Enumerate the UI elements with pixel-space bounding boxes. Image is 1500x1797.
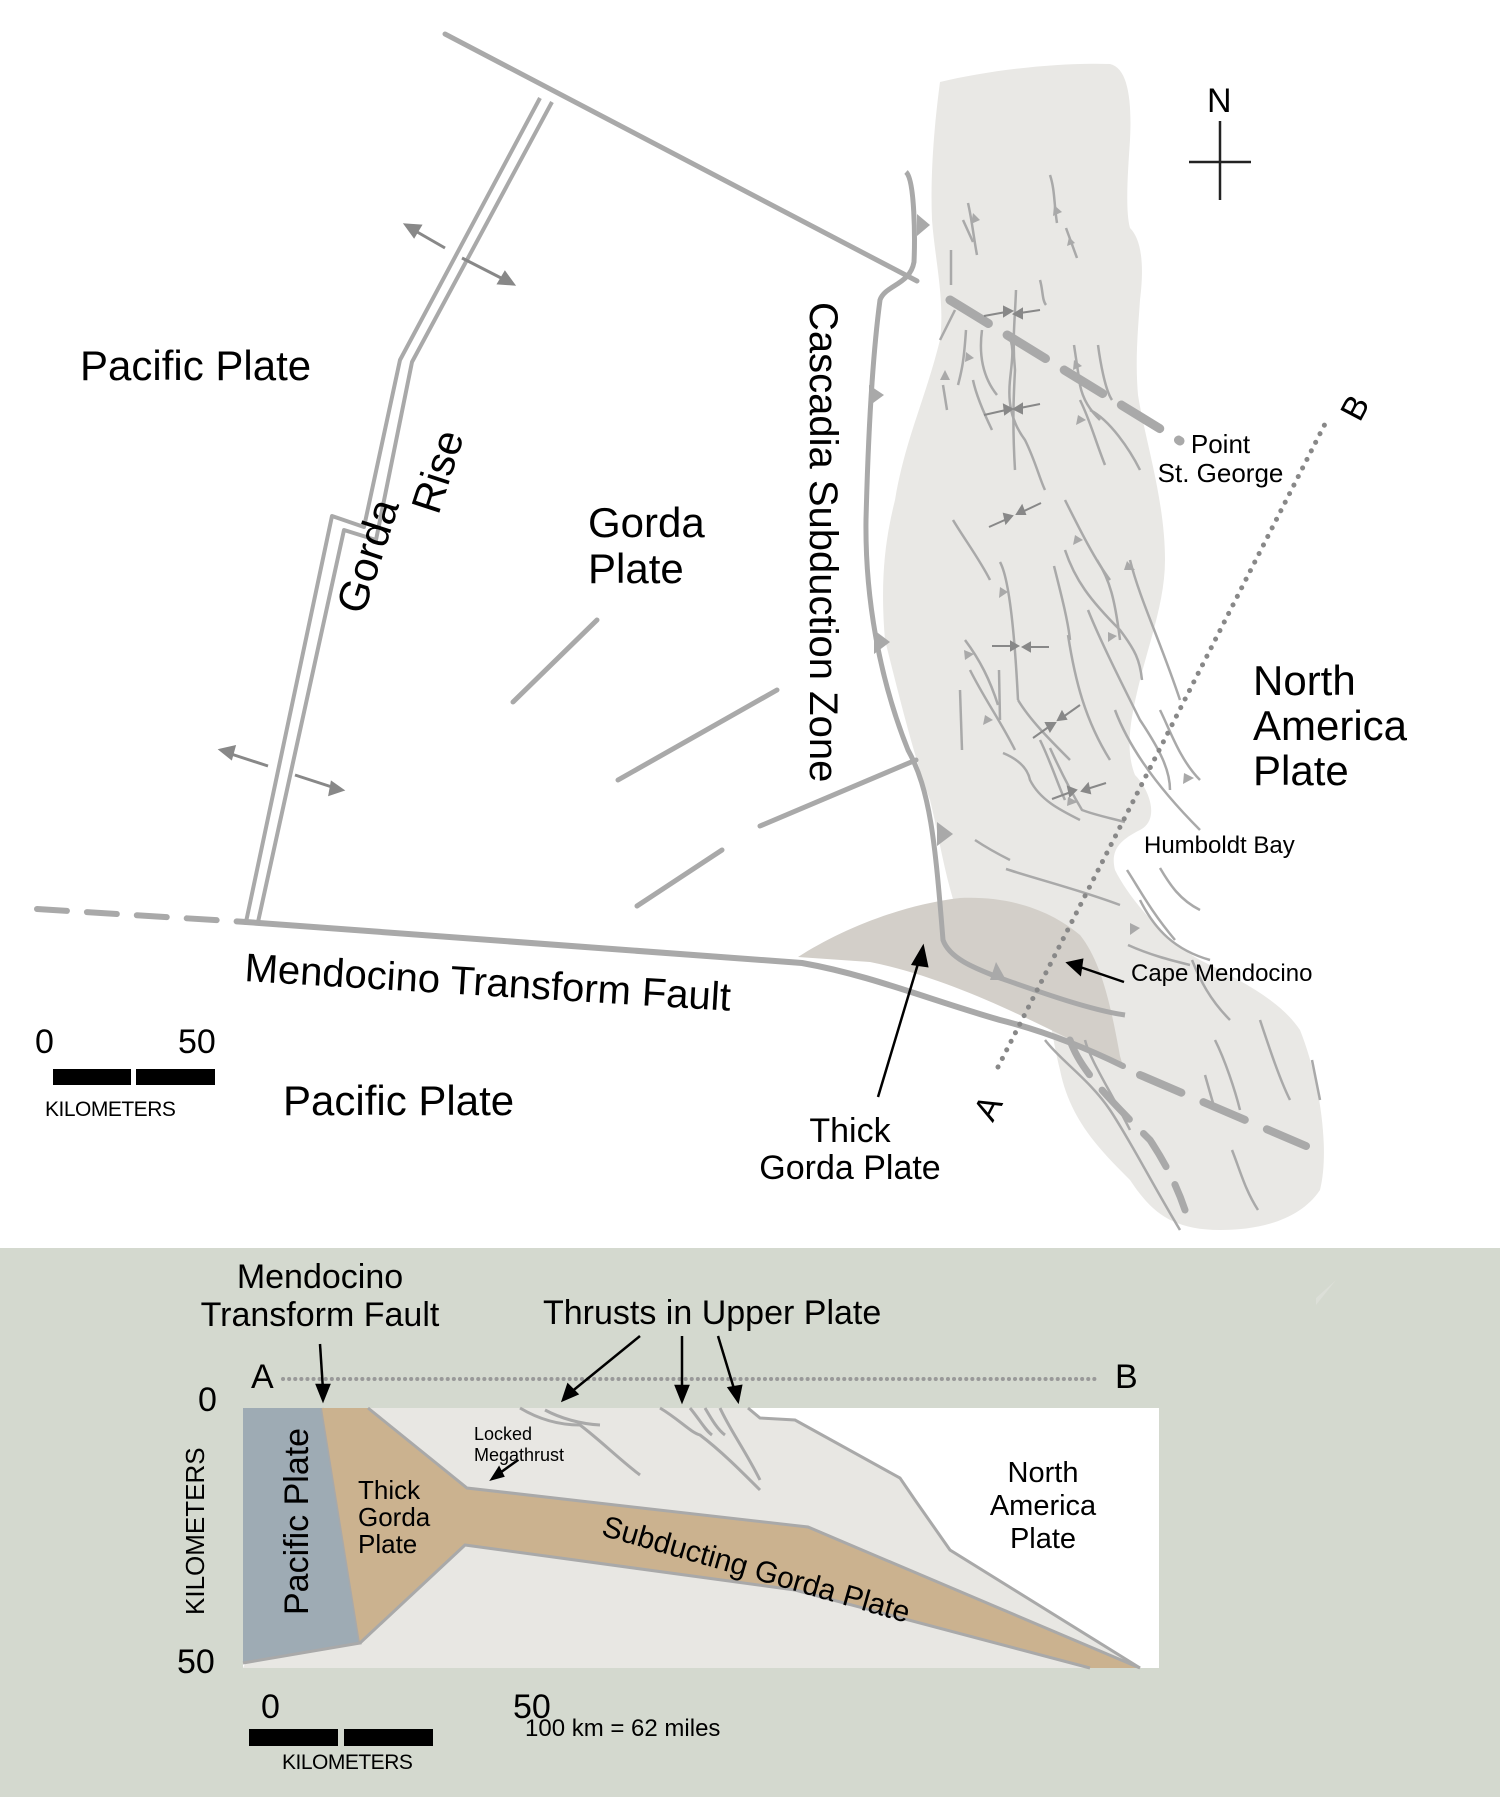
section-label-north-america: North America Plate — [963, 1457, 1123, 1556]
trench-teeth — [869, 214, 1006, 980]
label-cape-mendocino: Cape Mendocino — [1131, 960, 1313, 987]
section-scale-outline — [249, 1729, 433, 1746]
section-mendocino-line2: Transform Fault — [200, 1296, 440, 1334]
section-thrust-lines — [519, 1406, 762, 1492]
section-scale-max: 50 — [513, 1688, 551, 1726]
map-scale-segment-2 — [136, 1069, 215, 1085]
section-na-line2: America — [989, 1490, 1097, 1522]
locked-line2: Megathrust — [474, 1445, 565, 1465]
map-scale-max: 50 — [178, 1023, 216, 1061]
section-leader-arrows — [315, 1335, 743, 1482]
gorda-rise-ridge — [244, 97, 554, 923]
st-george-line1: Point — [1190, 429, 1251, 459]
compression-arrows — [983, 305, 1107, 800]
section-na-line3: Plate — [1009, 1523, 1077, 1555]
na-line2: America — [1253, 702, 1408, 749]
thick-gorda-line2: Gorda Plate — [759, 1149, 941, 1187]
thrust-teeth — [940, 205, 1194, 935]
label-thick-gorda-plate: Thick Gorda Plate — [750, 1113, 950, 1187]
gorda-plate-line1: Gorda — [588, 499, 705, 546]
faint-corner-mark — [1316, 1280, 1336, 1305]
section-scale-segment-1 — [249, 1729, 338, 1746]
section-na-line1: North — [1007, 1457, 1079, 1489]
label-north-america-plate: North America Plate — [1253, 658, 1407, 793]
section-endpoint-b: B — [1115, 1358, 1138, 1396]
label-gorda-plate: Gorda Plate — [588, 502, 705, 590]
profile-line-a-b — [995, 415, 1331, 1070]
depth-axis-top: 0 — [198, 1381, 217, 1419]
depth-axis-label: KILOMETERS — [180, 1447, 210, 1615]
mendocino-fault-line — [34, 906, 1310, 1214]
section-scale-segment-2 — [344, 1729, 433, 1746]
label-cascadia-subduction-zone: Cascadia Subduction Zone — [801, 302, 845, 783]
na-line3: Plate — [1253, 747, 1349, 794]
pacific-plate-section — [243, 1408, 360, 1663]
section-scale-min: 0 — [261, 1688, 280, 1726]
section-title-mendocino: Mendocino Transform Fault — [180, 1258, 460, 1334]
section-scale-unit: KILOMETERS — [282, 1751, 413, 1774]
gorda-slab-section — [322, 1408, 1140, 1668]
map-scale-unit: KILOMETERS — [45, 1098, 176, 1121]
section-thick-line3: Plate — [358, 1529, 418, 1559]
locked-line1: Locked — [474, 1424, 533, 1444]
north-arrow-icon — [1189, 121, 1251, 200]
label-north: N — [1207, 82, 1232, 120]
thick-gorda-area — [798, 897, 1123, 1066]
section-endpoint-a: A — [251, 1358, 274, 1396]
map-scale-segment-1 — [53, 1069, 131, 1085]
label-pacific-plate-south: Pacific Plate — [283, 1077, 515, 1124]
leader-arrows — [876, 943, 1125, 1098]
spreading-arrows — [217, 223, 517, 797]
section-label-locked-megathrust: Locked Megathrust — [474, 1424, 564, 1466]
conversion-note: 100 km = 62 miles — [525, 1715, 721, 1742]
section-title-thrusts: Thrusts in Upper Plate — [543, 1294, 882, 1332]
section-thick-line2: Gorda — [358, 1502, 431, 1532]
gorda-plate-line2: Plate — [588, 545, 684, 592]
label-pacific-plate-north: Pacific Plate — [80, 342, 312, 389]
section-thick-line1: Thick — [358, 1475, 421, 1505]
upper-plate-thrusts — [938, 174, 1322, 1231]
map-scale-min: 0 — [35, 1023, 54, 1061]
na-line1: North — [1253, 657, 1356, 704]
section-mendocino-line1: Mendocino — [236, 1258, 404, 1296]
cascadia-trench — [863, 170, 1126, 1018]
label-point-st-george: Point St. George — [1148, 430, 1293, 488]
gorda-plate-lineations — [510, 617, 919, 909]
depth-axis-bottom: 50 — [177, 1643, 215, 1681]
thick-gorda-line1: Thick — [809, 1112, 891, 1150]
blanco-fracture-zone — [442, 31, 1185, 446]
st-george-line2: St. George — [1157, 458, 1284, 488]
label-humboldt-bay: Humboldt Bay — [1144, 832, 1295, 859]
section-label-pacific-plate: Pacific Plate — [278, 1427, 316, 1615]
section-label-thick-gorda: Thick Gorda Plate — [358, 1477, 430, 1558]
